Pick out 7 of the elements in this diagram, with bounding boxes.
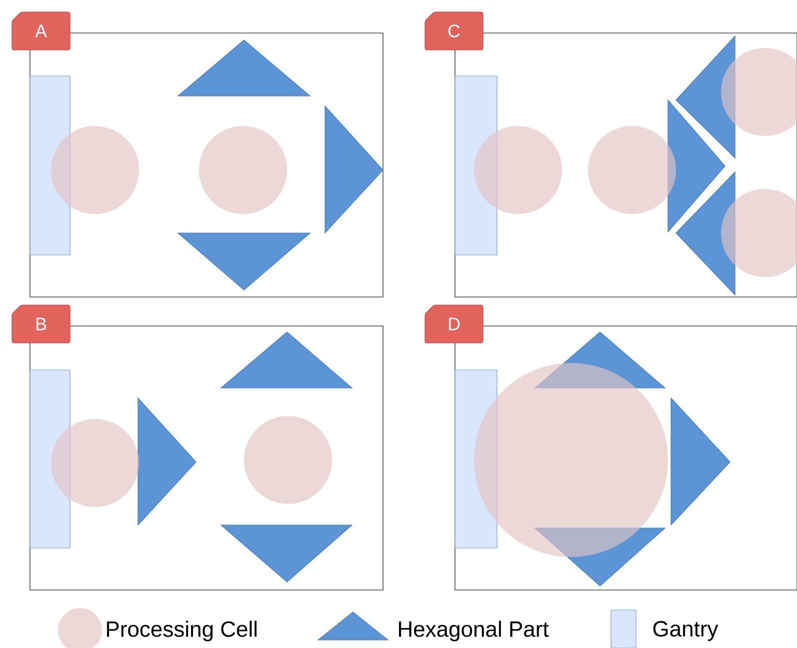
legend-label: Processing Cell bbox=[107, 620, 257, 642]
panel-tab: C bbox=[424, 12, 484, 50]
panel-tab: D bbox=[424, 304, 484, 344]
legend-label: Hexagonal Part bbox=[399, 620, 549, 642]
panel-tab: B bbox=[12, 304, 70, 344]
legend-label: Gantry bbox=[653, 621, 718, 641]
panel-tab: A bbox=[12, 12, 70, 50]
